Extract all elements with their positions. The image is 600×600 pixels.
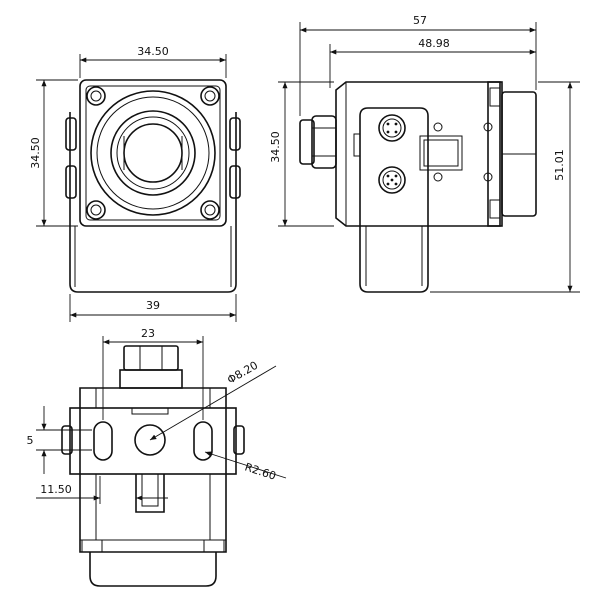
- side-body-length-label: 48.98: [418, 37, 450, 50]
- front-view: 34.50 34.50 39: [29, 45, 241, 322]
- side-length-label: 57: [413, 14, 427, 27]
- connector-icon: [378, 114, 406, 194]
- front-height-label: 34.50: [29, 137, 42, 169]
- side-view: 57 48.98 34.50 51.01: [269, 14, 580, 293]
- screw-icon: [86, 86, 220, 220]
- lens-icon: [90, 90, 216, 216]
- front-bottom-width-label: 39: [146, 299, 160, 312]
- slot-depth-label: 11.50: [40, 483, 72, 496]
- slot-radius-label: R2.60: [243, 460, 278, 482]
- hole-diameter-label: Φ8.20: [225, 359, 260, 387]
- side-height-label: 34.50: [269, 131, 282, 163]
- front-width-label: 34.50: [137, 45, 169, 58]
- bottom-width-label: 23: [141, 327, 155, 340]
- bottom-view: 23 Φ8.20 R2.60 5 11.50: [27, 327, 287, 587]
- slot-offset-label: 5: [27, 434, 34, 447]
- side-overall-height-label: 51.01: [553, 149, 566, 181]
